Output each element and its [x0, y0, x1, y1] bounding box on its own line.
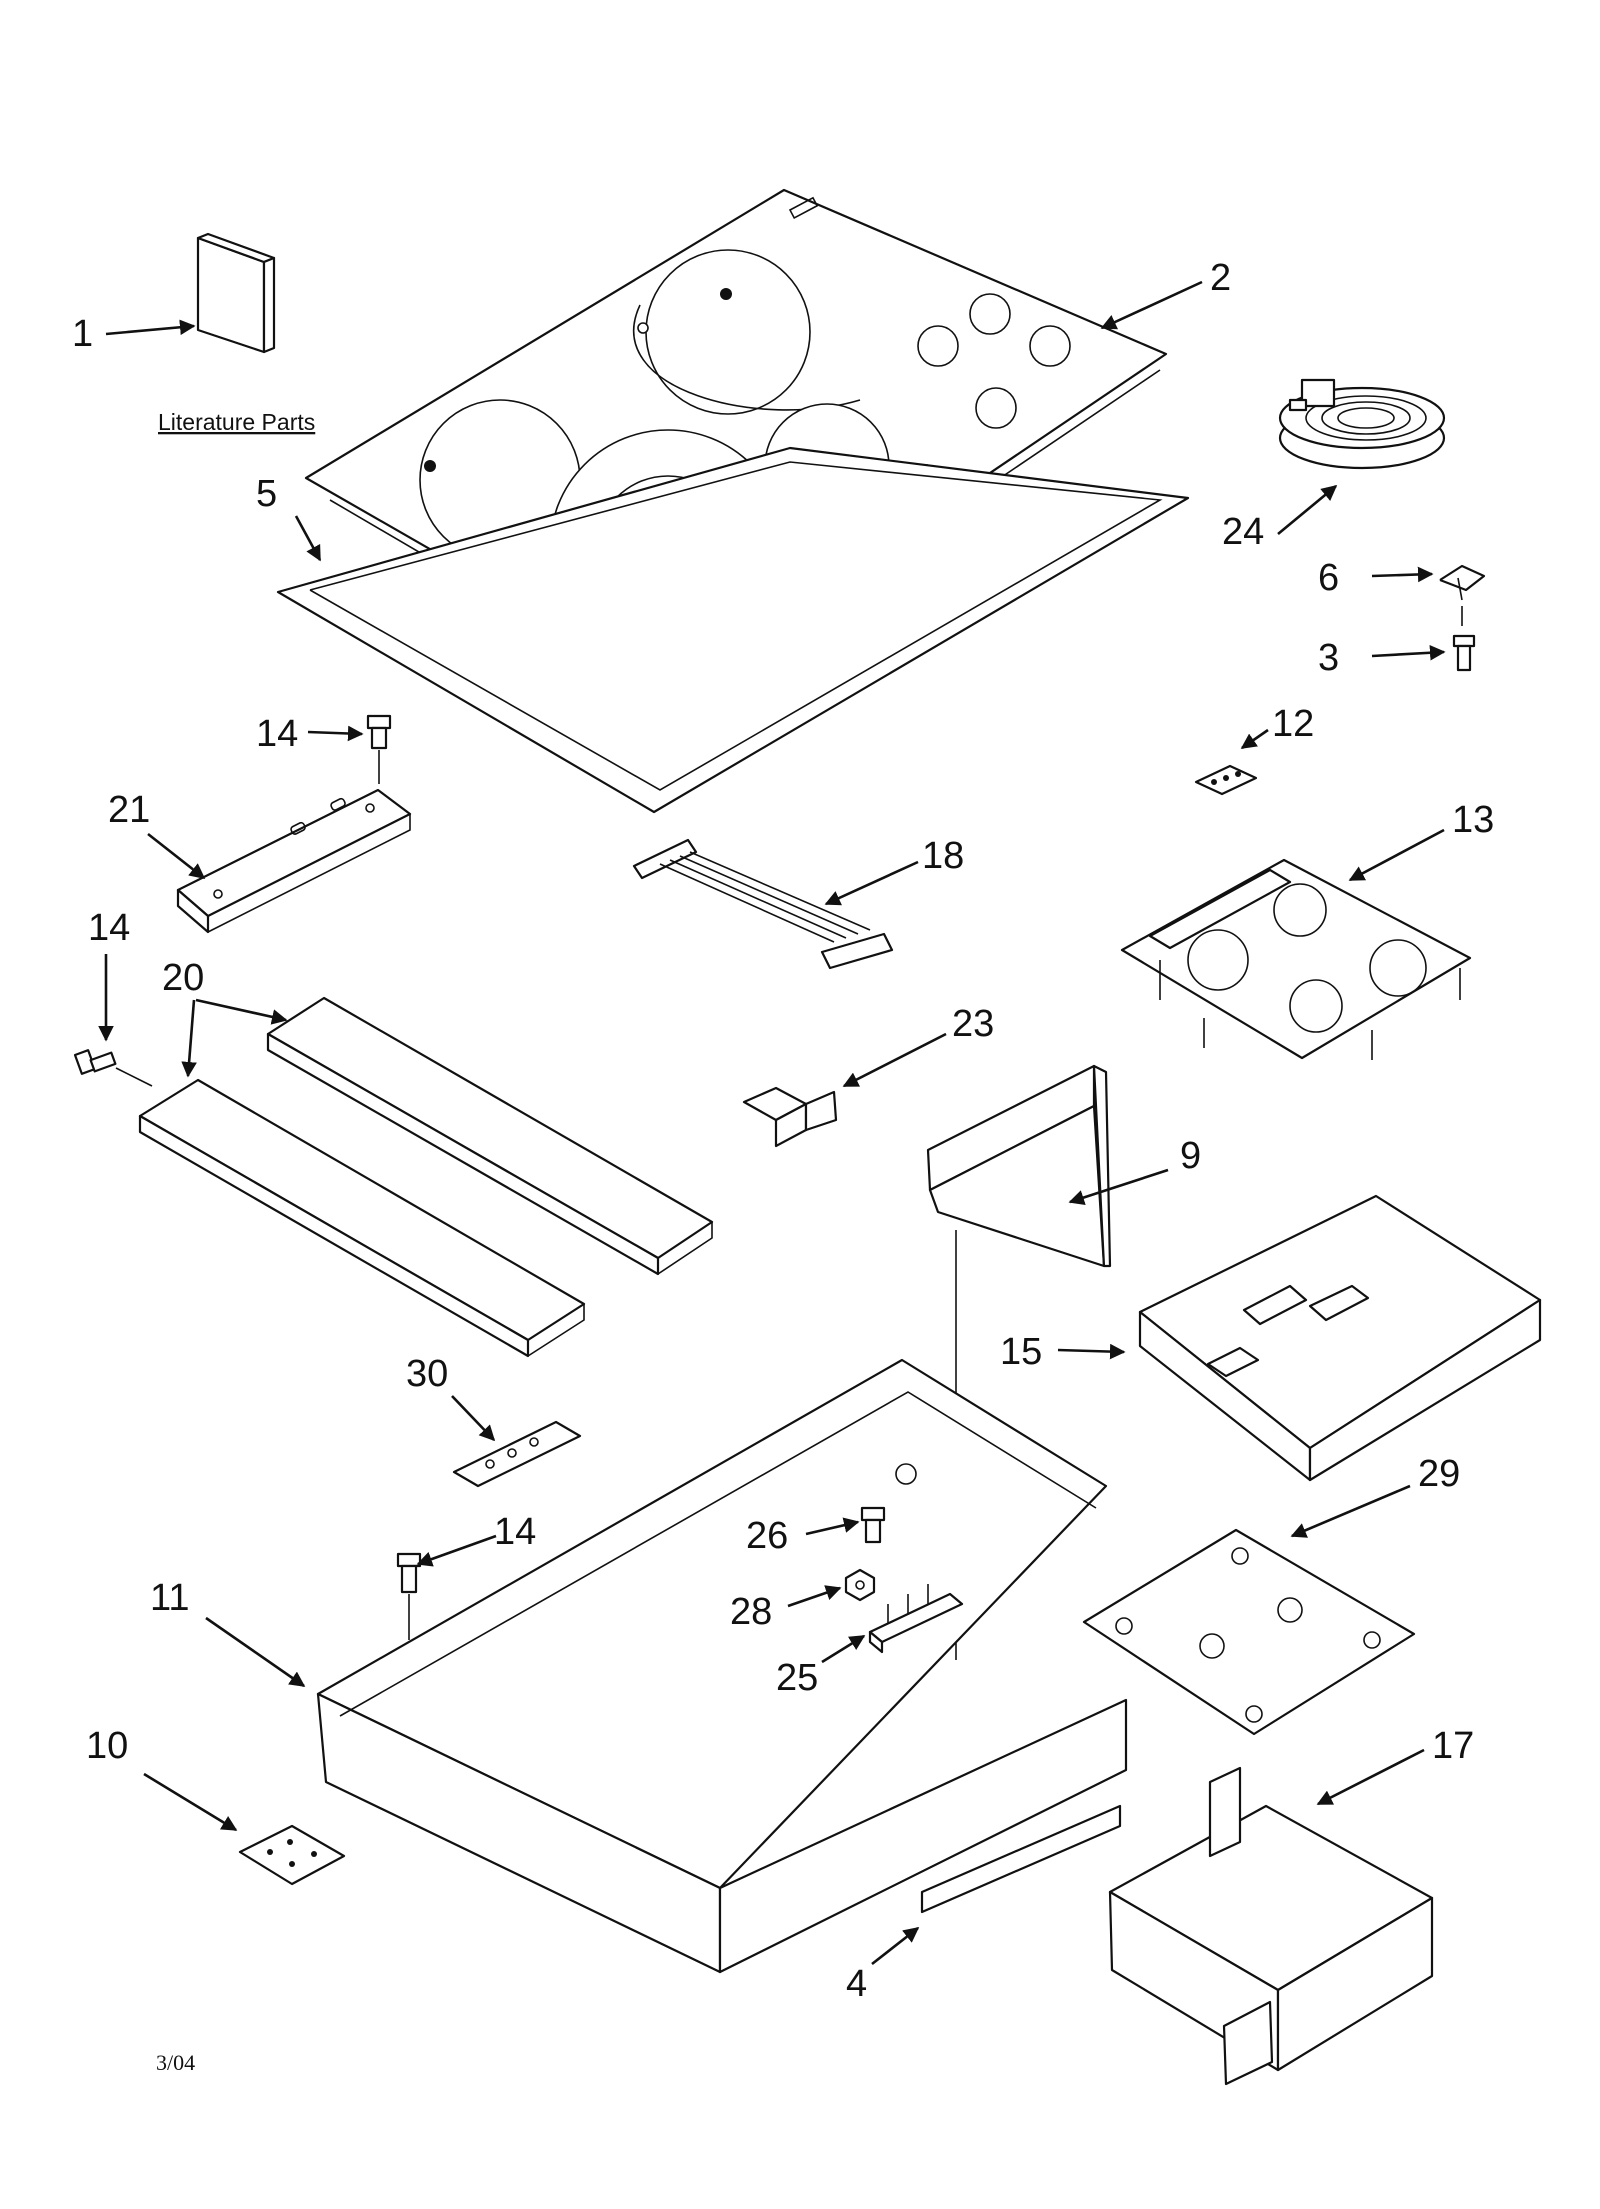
leader-arrows — [98, 280, 1446, 1966]
part-30-strip — [452, 1420, 582, 1488]
part-21-bracket — [176, 788, 412, 934]
part-3-screw — [1452, 634, 1476, 672]
part-20-rail-lower — [138, 1078, 586, 1358]
callout-23: 23 — [952, 1003, 994, 1045]
part-26-screw — [860, 1506, 886, 1544]
callout-14-upper: 14 — [256, 713, 298, 755]
part-1-literature — [196, 232, 276, 354]
callout-6: 6 — [1318, 557, 1339, 599]
callout-20: 20 — [162, 957, 204, 999]
callout-10: 10 — [86, 1725, 128, 1767]
literature-parts-label: Literature Parts — [158, 409, 315, 435]
part-25-terminal-block — [868, 1584, 964, 1654]
part-28-nut — [844, 1568, 876, 1602]
part-14-screw-lower — [396, 1552, 422, 1640]
part-14-screw-upper — [366, 714, 392, 784]
callout-13: 13 — [1452, 799, 1494, 841]
part-18-ribbon-cable — [632, 838, 894, 970]
part-4-strip — [920, 1804, 1122, 1914]
callout-9: 9 — [1180, 1135, 1201, 1177]
callout-14-left: 14 — [88, 907, 130, 949]
date-code: 3/04 — [156, 2050, 195, 2075]
callout-3: 3 — [1318, 637, 1339, 679]
callout-5: 5 — [256, 473, 277, 515]
callout-18: 18 — [922, 835, 964, 877]
part-9-shield — [926, 1064, 1112, 1660]
callout-1: 1 — [72, 313, 93, 355]
part-10-plate — [238, 1824, 346, 1886]
part-24-radiant-element — [1278, 378, 1446, 470]
callout-26: 26 — [746, 1515, 788, 1557]
part-20-rail-upper — [266, 996, 714, 1276]
callout-12: 12 — [1272, 703, 1314, 745]
callout-4: 4 — [846, 1963, 867, 2005]
part-6-clip — [1439, 564, 1486, 626]
part-23-bracket — [742, 1086, 838, 1148]
part-12-plate — [1194, 764, 1258, 796]
callout-14-lower: 14 — [494, 1511, 536, 1553]
callout-11: 11 — [150, 1577, 189, 1619]
callout-15: 15 — [1000, 1331, 1042, 1373]
part-5-gasket — [276, 446, 1190, 814]
callout-17: 17 — [1432, 1725, 1474, 1767]
callout-30: 30 — [406, 1353, 448, 1395]
callout-25: 25 — [776, 1657, 818, 1699]
callout-21: 21 — [108, 789, 150, 831]
callout-29: 29 — [1418, 1453, 1460, 1495]
part-29-mounting-plate — [1082, 1528, 1416, 1736]
callout-24: 24 — [1222, 511, 1264, 553]
part-14-screw-left — [73, 1049, 153, 1087]
part-13-control-board — [1120, 858, 1472, 1060]
part-11-chassis — [316, 1358, 1128, 1974]
callout-28: 28 — [730, 1591, 772, 1633]
callout-2: 2 — [1210, 257, 1231, 299]
part-17-box — [1108, 1766, 1434, 2086]
part-15-control-tray — [1138, 1194, 1542, 1482]
